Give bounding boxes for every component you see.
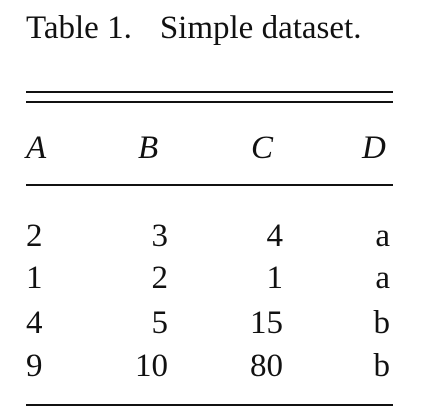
table-cell: 9 — [26, 348, 43, 384]
table-cell: 4 — [266, 218, 284, 254]
table-cell: 2 — [26, 218, 43, 254]
table-cell: 1 — [266, 260, 284, 296]
header-cell-a: A — [26, 130, 47, 166]
top-rule-upper — [26, 91, 393, 93]
table-cell: b — [373, 348, 391, 384]
header-rule — [26, 184, 393, 186]
table-cell: 1 — [26, 260, 43, 296]
table-cell: a — [375, 260, 390, 296]
table-cell: b — [373, 305, 391, 341]
table-cell: 15 — [250, 305, 283, 341]
header-cell-b: B — [138, 130, 159, 166]
table-cell: 5 — [151, 305, 169, 341]
table-cell: 10 — [135, 348, 168, 384]
table-cell: 3 — [151, 218, 169, 254]
bottom-rule — [26, 404, 393, 406]
header-cell-c: C — [251, 130, 274, 166]
header-cell-d: D — [362, 130, 386, 166]
top-rule-lower — [26, 101, 393, 103]
table-cell: 4 — [26, 305, 43, 341]
table-caption: Table 1. Simple dataset. — [26, 6, 361, 50]
table-cell: a — [375, 218, 390, 254]
table-number-label: Table 1. — [26, 10, 132, 46]
table-cell: 80 — [250, 348, 283, 384]
table-title: Simple dataset. — [159, 10, 362, 46]
table-cell: 2 — [151, 260, 169, 296]
